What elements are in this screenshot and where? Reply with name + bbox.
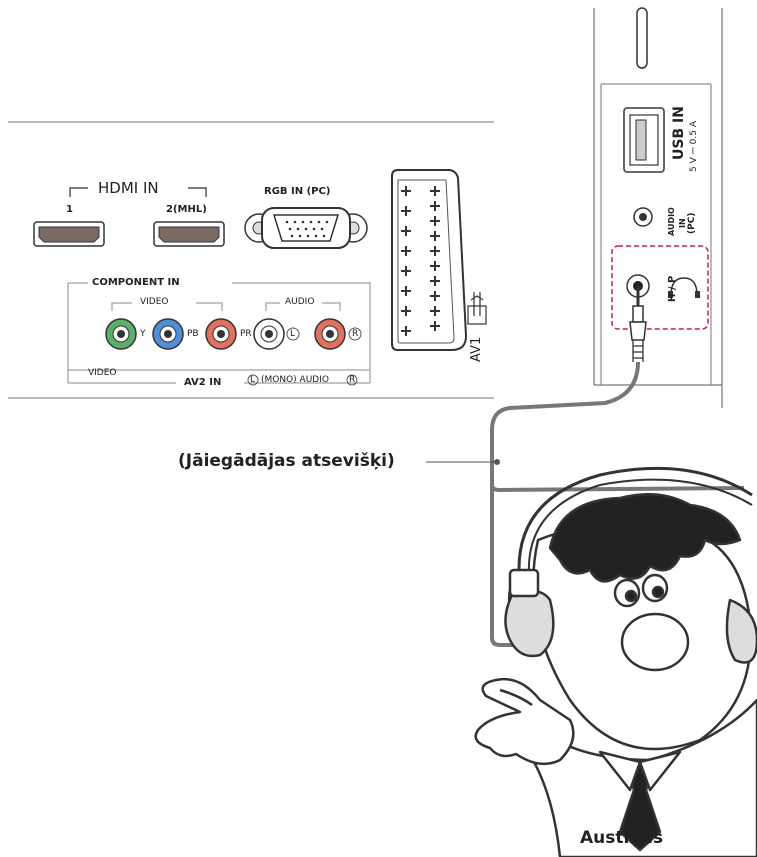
headphone-symbol-icon [668, 277, 700, 298]
audio-group-label: AUDIO [285, 297, 315, 307]
jack-pr-label: PR [240, 329, 252, 339]
scart-icon [467, 292, 487, 325]
av1-label: AV1 [469, 336, 484, 362]
sold-separately-callout: (Jāiegādājas atsevišķi) [178, 451, 395, 471]
audio-in-pc-line3: (PC) [687, 212, 697, 234]
rgb-port [244, 207, 368, 249]
mono-audio-label: (MONO) AUDIO [261, 375, 329, 385]
mono-r-circle [346, 374, 358, 386]
jack-pb-label: PB [187, 329, 199, 339]
video-bracket [111, 302, 132, 311]
mono-l-circle [247, 374, 259, 386]
cartoon-man-illustration [474, 466, 757, 857]
usb-port [623, 107, 665, 173]
hdmi-port-2-label: 2(MHL) [166, 204, 207, 215]
jack-r-label: R [352, 329, 359, 339]
av2-in-label: AV2 IN [184, 377, 222, 388]
video-group-label: VIDEO [140, 297, 169, 307]
hdmi-in-label: HDMI IN [98, 179, 159, 197]
headphones-caption: Austiņas [580, 828, 664, 848]
hp-highlight-box [611, 245, 709, 330]
headphone-cable [490, 361, 745, 493]
mono-l-label: L [250, 375, 256, 385]
jack-l-label: L [290, 329, 296, 339]
jack-pr [205, 318, 237, 350]
audio-in-pc-line2: IN [678, 218, 687, 228]
component-in-label: COMPONENT IN [92, 277, 180, 288]
hdmi-port-1-label: 1 [66, 204, 73, 215]
hdmi-port-2 [153, 221, 225, 247]
hp-label: H / P [667, 275, 678, 302]
audio-in-pc-jack [633, 207, 653, 227]
usb-power-label: 5 V ⎓ 0.5 A [689, 121, 699, 172]
hdmi-port-1 [33, 221, 105, 247]
audio-bracket [265, 302, 280, 311]
jack-r [314, 318, 362, 350]
jack-y [105, 318, 137, 350]
mono-r-label: R [349, 375, 356, 385]
rgb-in-label: RGB IN (PC) [264, 186, 331, 197]
jack-l [253, 318, 300, 350]
jack-pb [152, 318, 184, 350]
audio-in-pc-line1: AUDIO [667, 207, 676, 236]
headphone-plug [629, 286, 647, 362]
video-bottom-label: VIDEO [88, 368, 117, 378]
usb-in-label: USB IN [671, 106, 687, 160]
hdmi-bracket-right [188, 187, 207, 197]
hdmi-bracket-left [69, 187, 88, 197]
right-panel [593, 7, 723, 408]
jack-y-label: Y [140, 329, 146, 339]
scart-port [391, 169, 468, 351]
